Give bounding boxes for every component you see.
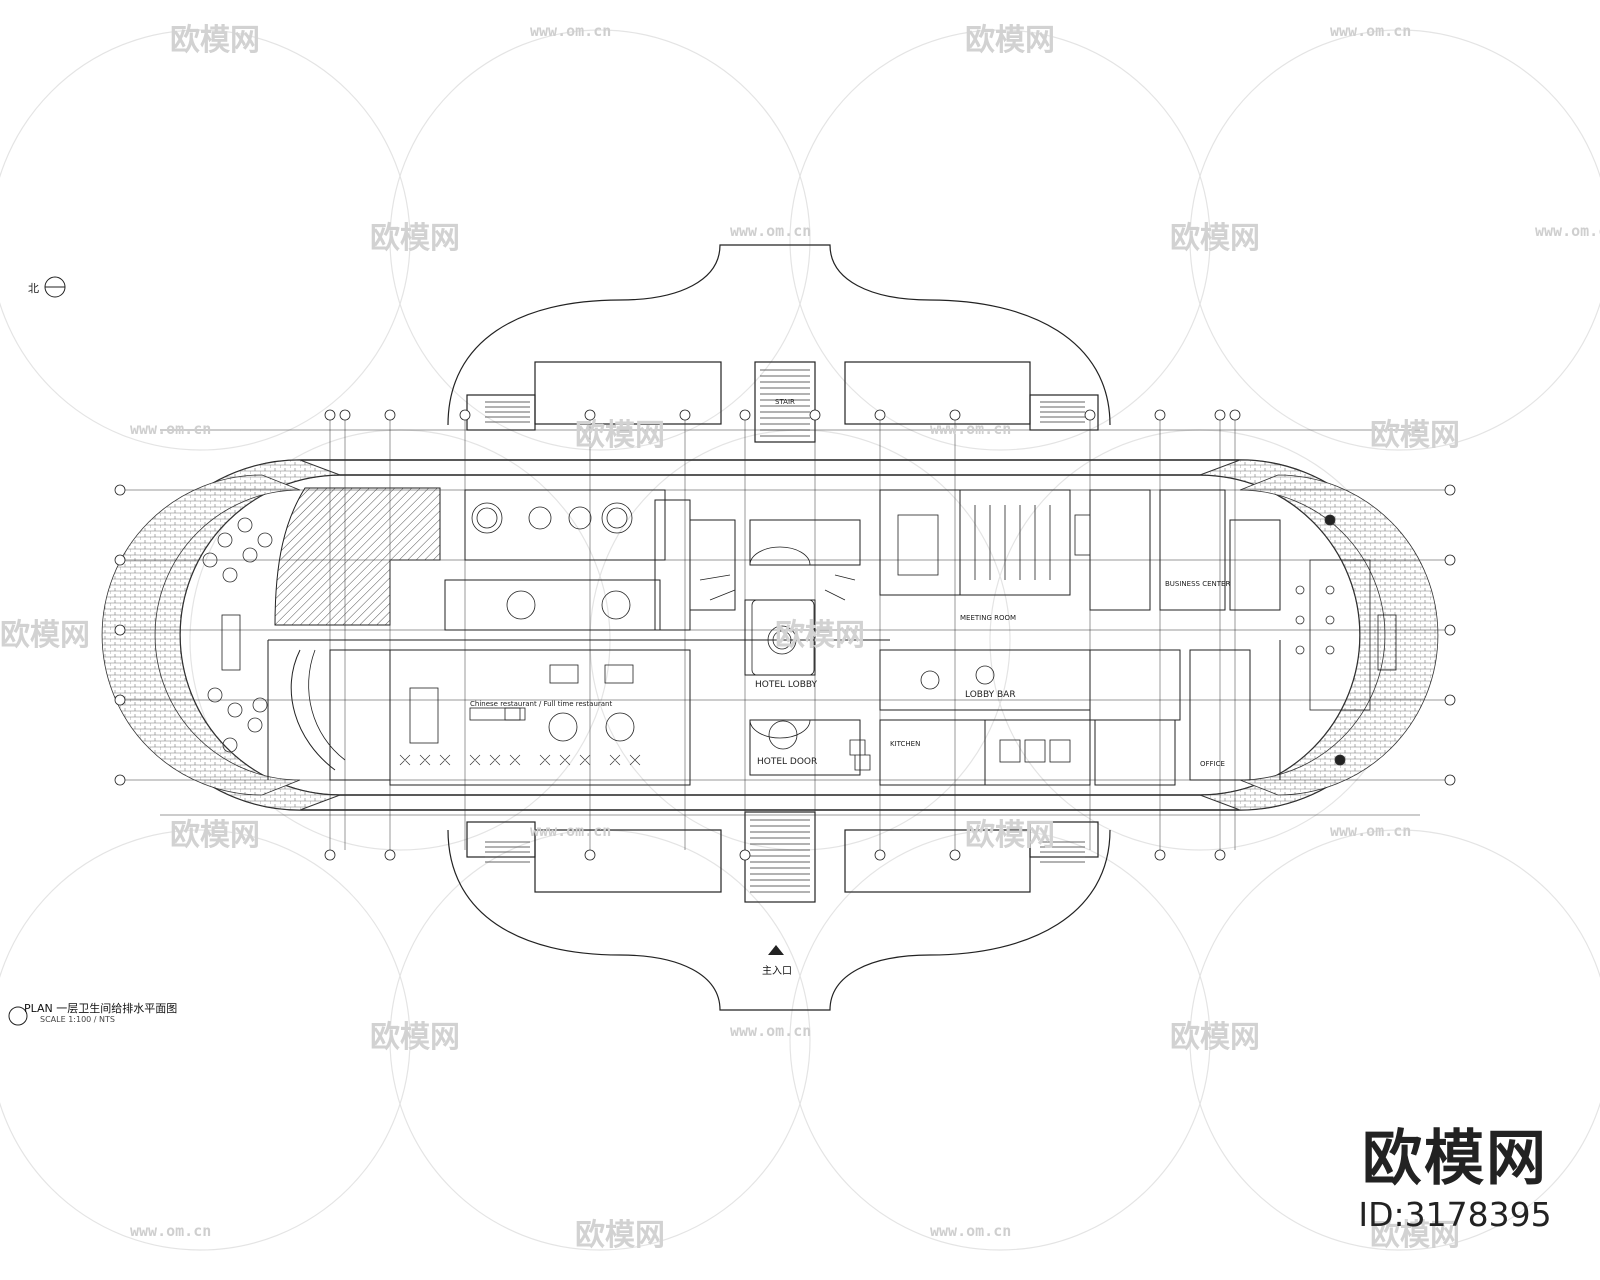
grid-bubbles [114, 409, 1456, 861]
right-terrace-inner [1239, 474, 1439, 796]
label-hotel-lobby: HOTEL LOBBY [755, 680, 818, 690]
watermark-logo: 欧模网 [370, 221, 460, 256]
stair-treads [485, 369, 1085, 893]
lobby-features [699, 546, 871, 771]
brand-id: ID:3178395 [1358, 1195, 1552, 1234]
hatched-void [274, 487, 441, 626]
watermark-url: www.om.cn [730, 222, 812, 240]
label-meeting-room: MEETING ROOM [960, 614, 1017, 622]
plan-title: PLAN 一层卫生间给排水平面图 [24, 1002, 178, 1015]
north-label: 北 [28, 282, 39, 295]
curved-bar-inner [308, 649, 346, 761]
watermark-url: www.om.cn [130, 1222, 212, 1240]
watermark-url: www.om.cn [130, 420, 212, 438]
watermark-url: www.om.cn [530, 822, 612, 840]
plan-scale-note: SCALE 1:100 / NTS [40, 1015, 115, 1024]
watermark-logo: 欧模网 [0, 618, 90, 653]
curved-bar [290, 649, 336, 771]
watermark-url: www.om.cn [930, 1222, 1012, 1240]
watermark-logo: 欧模网 [1370, 418, 1460, 453]
plan-number-circle [8, 1006, 28, 1026]
label-business-center: BUSINESS CENTER [1165, 580, 1231, 588]
brand-name: 欧模网 [1362, 1124, 1548, 1194]
watermark-url: www.om.cn [1535, 222, 1600, 240]
watermark-logo: 欧模网 [1170, 1020, 1260, 1055]
watermark-logo: 欧模网 [575, 418, 665, 453]
watermark-logo: 欧模网 [1170, 221, 1260, 256]
round-tables [471, 502, 995, 750]
label-hotel-door: HOTEL DOOR [757, 757, 818, 767]
label-chinese-restaurant: Chinese restaurant / Full time restauran… [470, 700, 613, 708]
chair-row [399, 754, 641, 766]
label-staircase: STAIR [775, 398, 795, 406]
watermark-logo: 欧模网 [170, 818, 260, 853]
interior-rooms [267, 489, 1281, 786]
watermark-logo: 欧模网 [775, 618, 865, 653]
label-lobby-bar: LOBBY BAR [965, 690, 1016, 700]
terrace-lounge-circles [202, 514, 1346, 766]
left-terrace-inner [101, 474, 301, 796]
watermark-logo: 欧模网 [575, 1218, 665, 1253]
watermark-url: www.om.cn [730, 1022, 812, 1040]
entrance-arrow [768, 945, 784, 955]
label-kitchen: KITCHEN [890, 740, 921, 748]
entrance-label: 主入口 [762, 966, 792, 977]
watermark-logo: 欧模网 [1370, 1218, 1460, 1253]
watermark-logo: 欧模网 [965, 23, 1055, 58]
watermark-logo: 欧模网 [370, 1020, 460, 1055]
watermark-url: www.om.cn [930, 420, 1012, 438]
tables-desks [221, 505, 1397, 763]
right-terrace [1199, 459, 1416, 811]
watermark-logo: 欧模网 [170, 23, 260, 58]
watermark-logo: 欧模网 [965, 818, 1055, 853]
watermark-url: www.om.cn [530, 22, 612, 40]
watermark-url: www.om.cn [1330, 22, 1412, 40]
watermark-url: www.om.cn [1330, 822, 1412, 840]
label-office: OFFICE [1200, 760, 1225, 768]
north-symbol [44, 276, 66, 298]
